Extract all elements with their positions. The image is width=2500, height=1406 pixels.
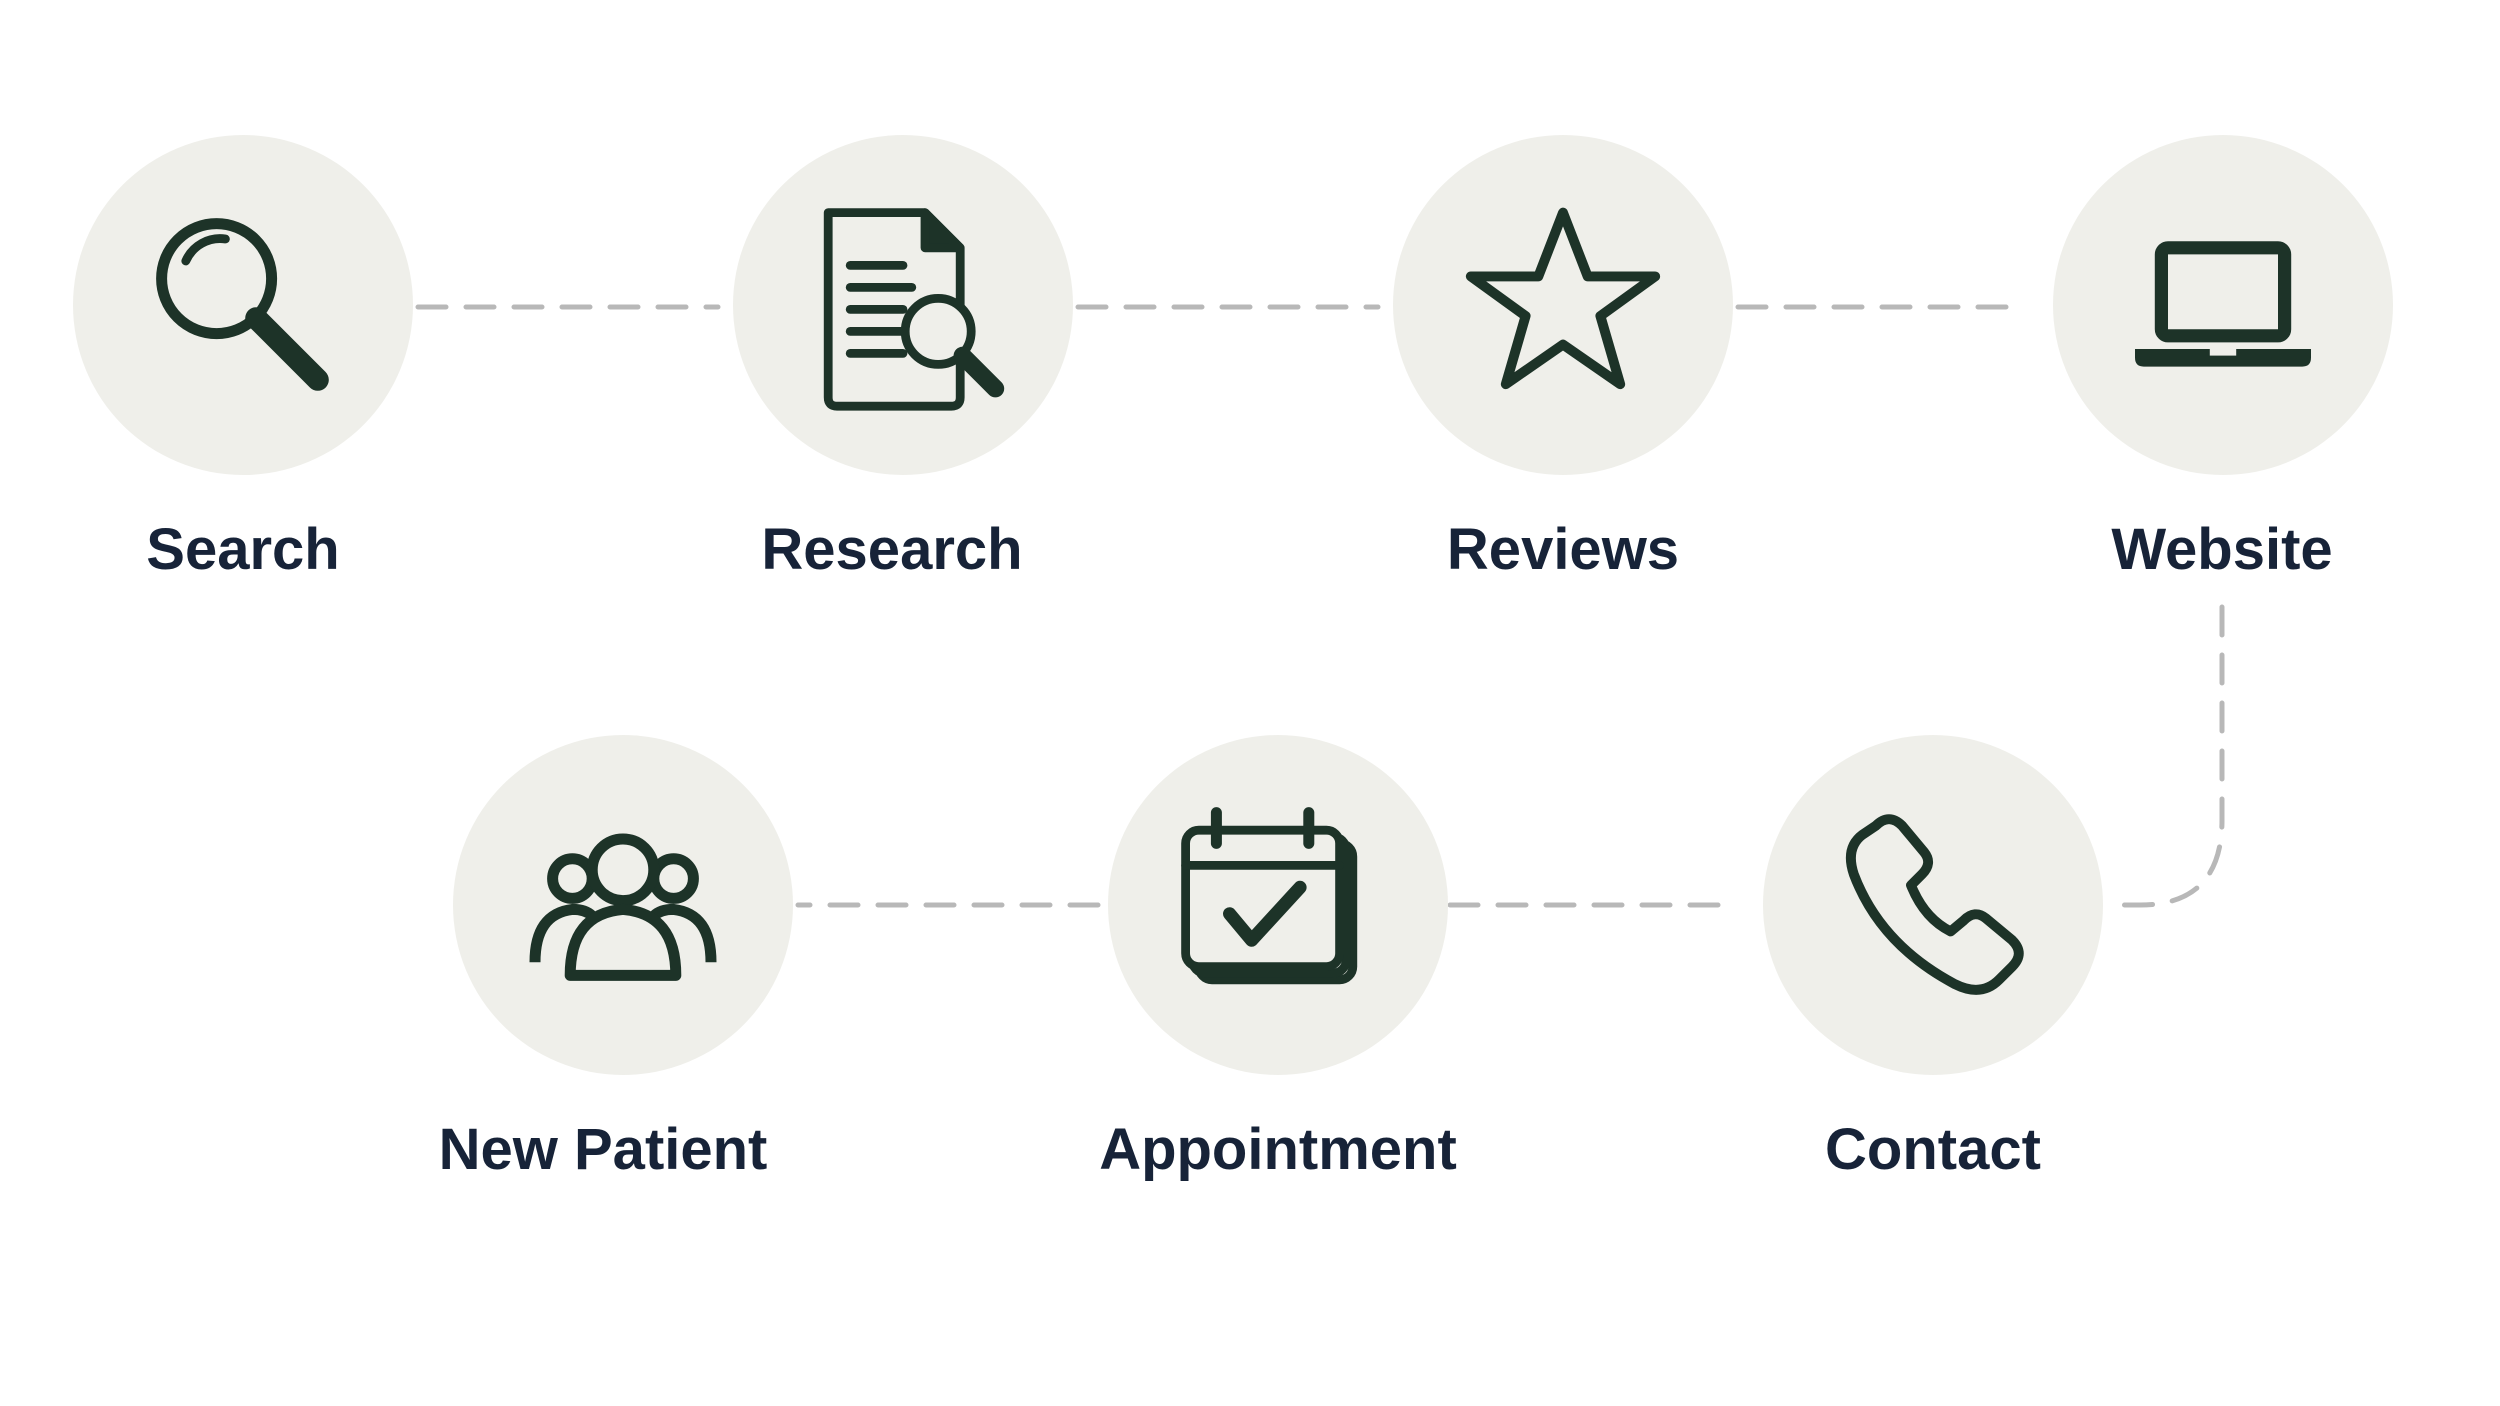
star-icon (1465, 207, 1661, 390)
connector-website-contact (2104, 604, 2225, 908)
step-website (2053, 135, 2393, 475)
step-search-label: Search (146, 517, 340, 582)
group-icon (529, 833, 717, 981)
step-search (73, 135, 413, 475)
step-research-label: Research (761, 517, 1023, 582)
step-website-label: Website (2111, 517, 2333, 582)
step-contact (1763, 735, 2103, 1075)
step-contact-label: Contact (1825, 1117, 2041, 1182)
step-new-patient (453, 735, 793, 1075)
magnifier-icon (156, 218, 329, 391)
step-reviews (1393, 135, 1733, 475)
document-search-icon (823, 208, 1005, 411)
step-appointment (1108, 735, 1448, 1075)
phone-icon (1845, 814, 2024, 995)
step-new-patient-label: New Patient (438, 1117, 768, 1182)
step-appointment-label: Appointment (1099, 1117, 1457, 1182)
step-research (733, 135, 1073, 475)
laptop-icon (2135, 241, 2311, 367)
calendar-check-icon (1181, 807, 1358, 985)
step-reviews-label: Reviews (1446, 517, 1680, 582)
